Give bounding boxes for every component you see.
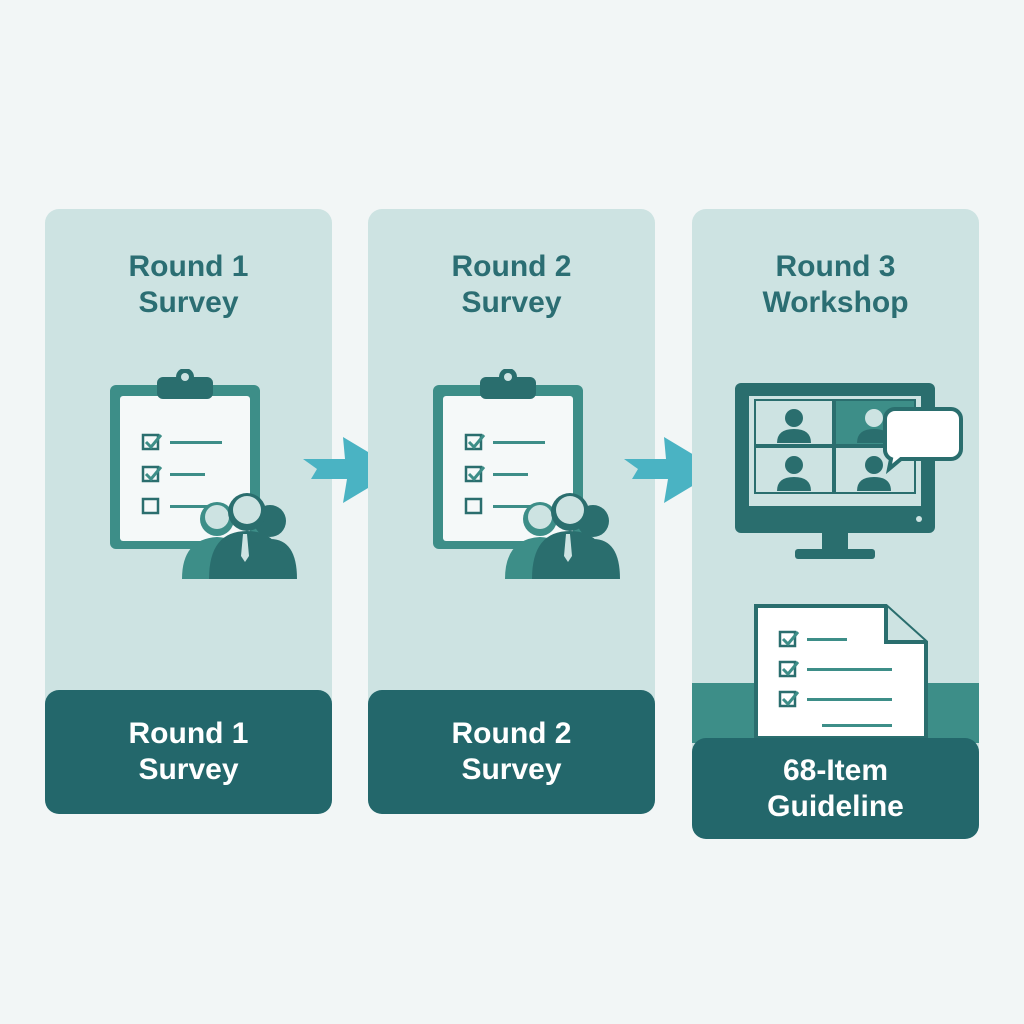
step-title: Round 3 Workshop (692, 249, 979, 321)
step-footer: Round 1 Survey (45, 690, 332, 814)
step-title-line-1: Round 3 (775, 250, 896, 283)
step-title: Round 1 Survey (45, 249, 332, 321)
clipboard-checklist-with-people-icon (110, 369, 297, 579)
step-footer-line-1: Round 2 (451, 717, 572, 750)
step-title-line-2: Workshop (762, 286, 909, 319)
step-footer: Round 2 Survey (368, 690, 655, 814)
step-footer-line-2: Survey (461, 753, 562, 786)
right-arrow-icon (624, 437, 719, 503)
step-panel-round-1: Round 1 Survey Round 1 Survey (45, 209, 332, 814)
step-footer-line-2: Survey (138, 753, 239, 786)
checklist-document-icon (754, 604, 928, 740)
step-panel-round-3: Round 3 Workshop 68-Item Guideline (692, 209, 979, 839)
step-footer: 68-Item Guideline (692, 738, 979, 839)
clipboard-checklist-with-people-icon (433, 369, 620, 579)
step-title-line-1: Round 1 (128, 250, 249, 283)
step-panel-round-2: Round 2 Survey Round 2 Survey (368, 209, 655, 814)
step-title-line-2: Survey (138, 286, 239, 319)
step-footer-line-1: Round 1 (128, 717, 249, 750)
video-conference-monitor-icon (735, 383, 963, 559)
step-title-line-1: Round 2 (451, 250, 572, 283)
step-title-line-2: Survey (461, 286, 562, 319)
step-footer-line-2: Guideline (767, 789, 904, 823)
step-footer-line-1: 68-Item (782, 753, 889, 787)
right-arrow-icon (303, 437, 398, 503)
step-title: Round 2 Survey (368, 249, 655, 321)
